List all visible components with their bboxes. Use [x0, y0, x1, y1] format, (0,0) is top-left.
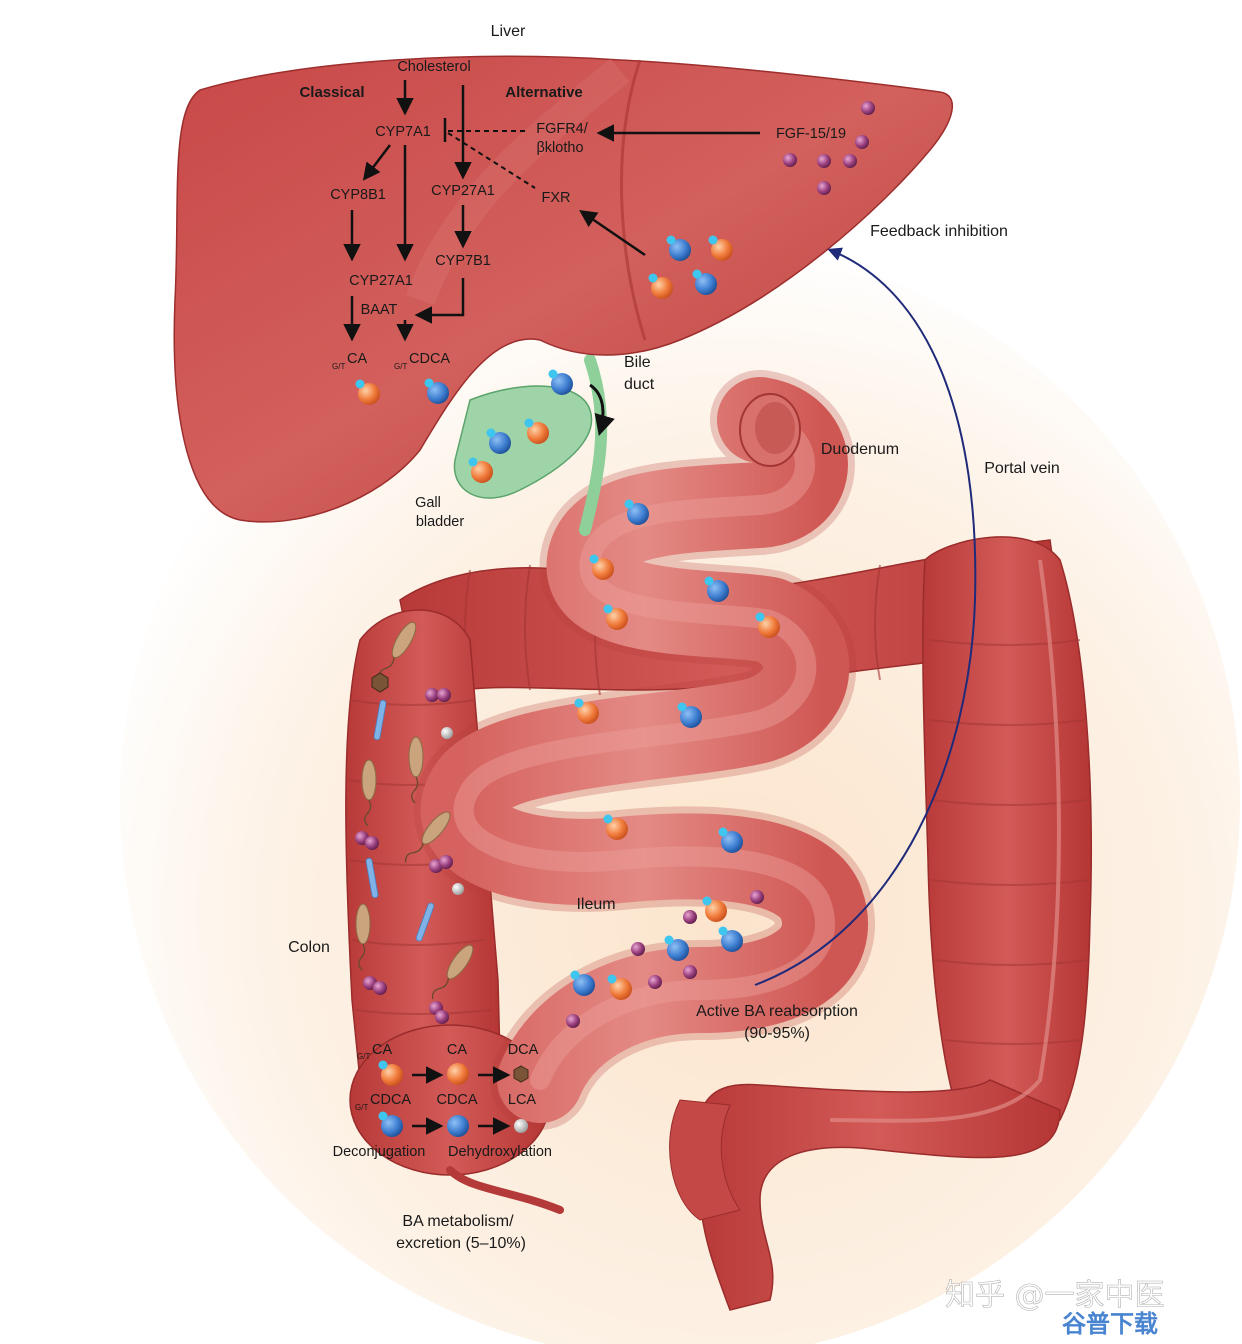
label-colon-ca: CA [372, 1042, 392, 1058]
label-cyp8b1: CYP8B1 [330, 187, 386, 203]
label-alternative: Alternative [505, 84, 583, 101]
portal-vein-arrow [754, 247, 977, 986]
watermark-zhihu: 知乎 @一家中医 [945, 1278, 1165, 1313]
label-duct: duct [624, 376, 655, 393]
label-cyp27a1-alt: CYP27A1 [431, 183, 495, 199]
label-fgfr4: FGFR4/ [536, 121, 589, 137]
label-baat: BAAT [361, 302, 398, 318]
label-cdca-prefix: G/T [394, 362, 407, 371]
label-bile: Bile [624, 354, 651, 371]
label-colon: Colon [288, 939, 330, 956]
label-classical: Classical [299, 84, 364, 101]
label-ileum: Ileum [576, 896, 615, 913]
label-fxr: FXR [542, 190, 571, 206]
label-cholesterol: Cholesterol [397, 59, 470, 75]
label-ca-prefix: G/T [332, 362, 345, 371]
label-cyp27a1-classic: CYP27A1 [349, 273, 413, 289]
colon-metabolism-icons [378, 1060, 529, 1137]
label-metabolism: BA metabolism/ [402, 1213, 514, 1230]
label-colon-ca-prefix: G/T [357, 1052, 370, 1061]
label-reabsorption-pct: (90-95%) [744, 1025, 810, 1042]
watermark-site: 谷普下载 [1062, 1310, 1158, 1338]
label-cyp7a1: CYP7A1 [375, 124, 431, 140]
label-colon-cdca-prefix: G/T [355, 1103, 368, 1112]
label-duodenum: Duodenum [821, 441, 899, 458]
label-cdca: CDCA [409, 351, 450, 367]
label-feedback-inhibition: Feedback inhibition [870, 223, 1008, 240]
labels: Liver Cholesterol Classical Alternative … [288, 23, 1060, 1252]
label-gall: Gall [415, 495, 441, 511]
label-colon-ca2: CA [447, 1042, 467, 1058]
label-cyp7b1: CYP7B1 [435, 253, 491, 269]
gut-bacteria [355, 618, 478, 1024]
label-liver: Liver [491, 23, 526, 40]
label-colon-dca: DCA [508, 1042, 539, 1058]
label-dehydroxylation: Dehydroxylation [448, 1144, 552, 1160]
label-deconjugation: Deconjugation [333, 1144, 426, 1160]
label-bladder: bladder [416, 514, 465, 530]
pathway-arrows [343, 80, 760, 437]
label-reabsorption: Active BA reabsorption [696, 1003, 858, 1020]
label-portal-vein: Portal vein [984, 460, 1060, 477]
watermark: 知乎 @一家中医 谷普下载 [945, 1278, 1165, 1338]
label-colon-cdca2: CDCA [436, 1092, 477, 1108]
label-colon-lca: LCA [508, 1092, 537, 1108]
label-excretion: excretion (5–10%) [396, 1235, 526, 1252]
label-fgf: FGF-15/19 [776, 126, 846, 142]
small-intestine [413, 370, 875, 1130]
label-ca: CA [347, 351, 367, 367]
label-colon-cdca: CDCA [370, 1092, 411, 1108]
label-beta-klotho: βklotho [536, 140, 583, 156]
